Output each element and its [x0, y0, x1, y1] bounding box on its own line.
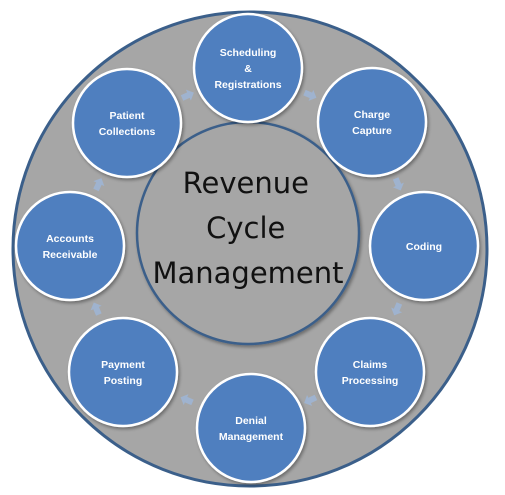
node-label-line: Charge: [354, 109, 390, 121]
node-label-line: Accounts: [46, 233, 94, 245]
node-circle-collections: [71, 67, 183, 179]
node-circle-coding: [368, 190, 480, 302]
node-label-line: Collections: [99, 126, 156, 138]
cycle-arrow-icon: [391, 302, 403, 316]
node-label-line: Processing: [342, 375, 399, 387]
node-label-coding: Coding: [406, 241, 442, 253]
cycle-arrows: [90, 89, 404, 406]
node-coding: Coding: [368, 190, 480, 302]
node-label-line: Receivable: [43, 249, 98, 261]
node-label-scheduling: Scheduling & Registrations: [214, 47, 281, 91]
cycle-arrow-icon: [303, 89, 317, 101]
node-circle-payment: [67, 316, 179, 428]
node-circle-scheduling: [192, 12, 304, 124]
node-label-line: Scheduling: [220, 47, 277, 59]
node-label-line: Payment: [101, 359, 145, 371]
node-label-line: Posting: [104, 375, 143, 387]
node-label-line: Claims: [353, 359, 388, 371]
cycle-arrow-icon: [180, 394, 194, 406]
cycle-arrow-icon: [304, 394, 318, 406]
center-title-line-2: Cycle: [206, 211, 285, 245]
center-title-line-3: Management: [152, 256, 343, 290]
center-title: Revenue Cycle Management: [152, 166, 343, 290]
node-label-line: Denial: [235, 415, 267, 427]
cycle-arrow-icon: [180, 89, 194, 101]
cycle-arrow-icon: [90, 302, 102, 316]
node-label-line: Capture: [352, 125, 392, 137]
node-circle-charge: [316, 66, 428, 178]
node-circle-denial: [195, 372, 307, 484]
node-scheduling: Scheduling & Registrations: [192, 12, 304, 124]
node-label-line: Registrations: [214, 79, 281, 91]
node-label-line: &: [244, 63, 252, 75]
node-label-line: Patient: [109, 110, 145, 122]
node-circle-claims: [314, 316, 426, 428]
node-label-line: Management: [219, 431, 284, 443]
node-label-line: Coding: [406, 241, 442, 253]
cycle-arrow-icon: [392, 177, 404, 191]
cycle-arrow-icon: [93, 178, 105, 192]
node-circle-accounts: [14, 190, 126, 302]
center-title-line-1: Revenue: [183, 166, 309, 200]
